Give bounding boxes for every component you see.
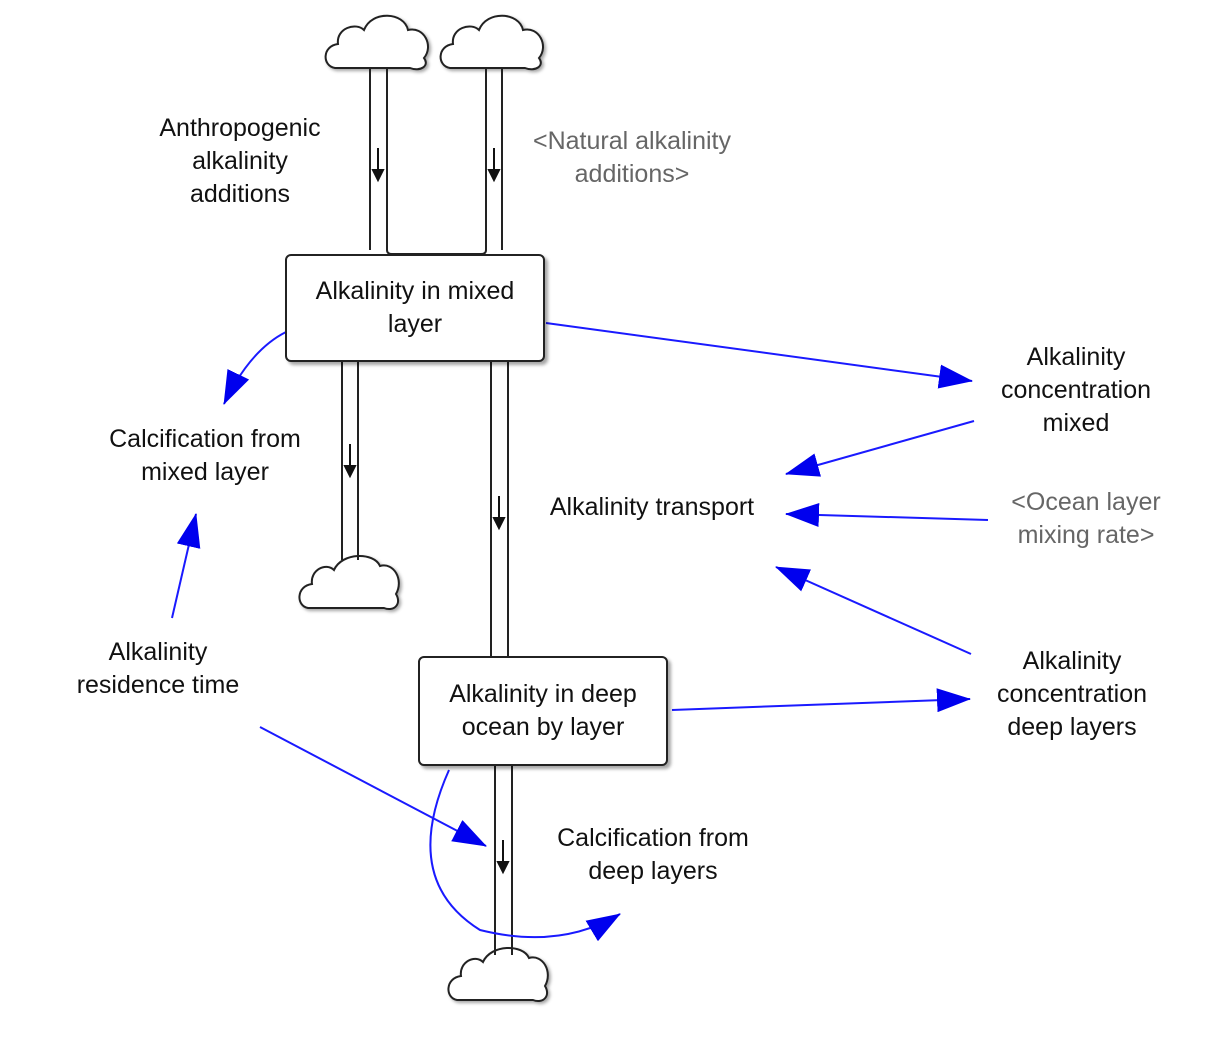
cloud-source-anthro-icon (324, 14, 429, 71)
link-mixed-to-conc-mixed (545, 322, 973, 389)
link-conc-deep-to-transport (775, 566, 972, 655)
flow-pipe-transport (490, 362, 509, 656)
link-mixed-to-calc-mixed (223, 331, 287, 405)
variable-alkalinity-concentration-mixed[interactable]: Alkalinity concentration mixed (1000, 343, 1152, 437)
flow-pipe-anthro (369, 68, 388, 250)
variable-ocean-layer-mixing-rate[interactable]: <Ocean layer mixing rate> (1011, 488, 1161, 549)
cloud-sink-deep-icon (447, 946, 549, 1002)
stock-alkalinity-deep-ocean[interactable]: Alkalinity in deep ocean by layer (418, 656, 668, 766)
flow-label-natural-additions[interactable]: <Natural alkalinity additions> (532, 127, 731, 188)
flow-label-anthropogenic-additions[interactable]: Anthropogenic alkalinity additions (159, 114, 321, 208)
link-mixing-rate-to-transport (785, 502, 989, 527)
valve-arrow-natural-icon (487, 148, 501, 183)
variable-alkalinity-residence-time[interactable]: Alkalinity residence time (76, 638, 240, 699)
link-deep-to-calc-deep (429, 769, 621, 942)
valve-arrow-calc-mixed-icon (343, 444, 357, 479)
flow-label-calcification-deep[interactable]: Calcification from deep layers (557, 824, 749, 885)
valve-arrow-anthro-icon (371, 148, 385, 183)
flow-pipe-calc-mixed (341, 362, 359, 560)
valve-arrow-calc-deep-icon (496, 840, 510, 875)
cloud-sink-mixed-icon (298, 554, 400, 610)
flow-label-calcification-mixed[interactable]: Calcification from mixed layer (109, 425, 301, 486)
valve-arrow-transport-icon (492, 496, 506, 531)
variable-alkalinity-concentration-deep[interactable]: Alkalinity concentration deep layers (996, 647, 1148, 741)
flow-label-alkalinity-transport[interactable]: Alkalinity transport (549, 493, 755, 521)
link-conc-mixed-to-transport (785, 420, 975, 477)
link-deep-to-conc-deep (671, 688, 971, 713)
link-residence-to-calc-mixed (171, 513, 201, 619)
cloud-source-natural-icon (439, 14, 544, 71)
flow-pipe-natural (485, 68, 503, 250)
stock-alkalinity-mixed-layer[interactable]: Alkalinity in mixed layer (285, 254, 545, 362)
flow-pipe-calc-deep (494, 766, 513, 955)
link-residence-to-calc-deep (259, 726, 487, 847)
